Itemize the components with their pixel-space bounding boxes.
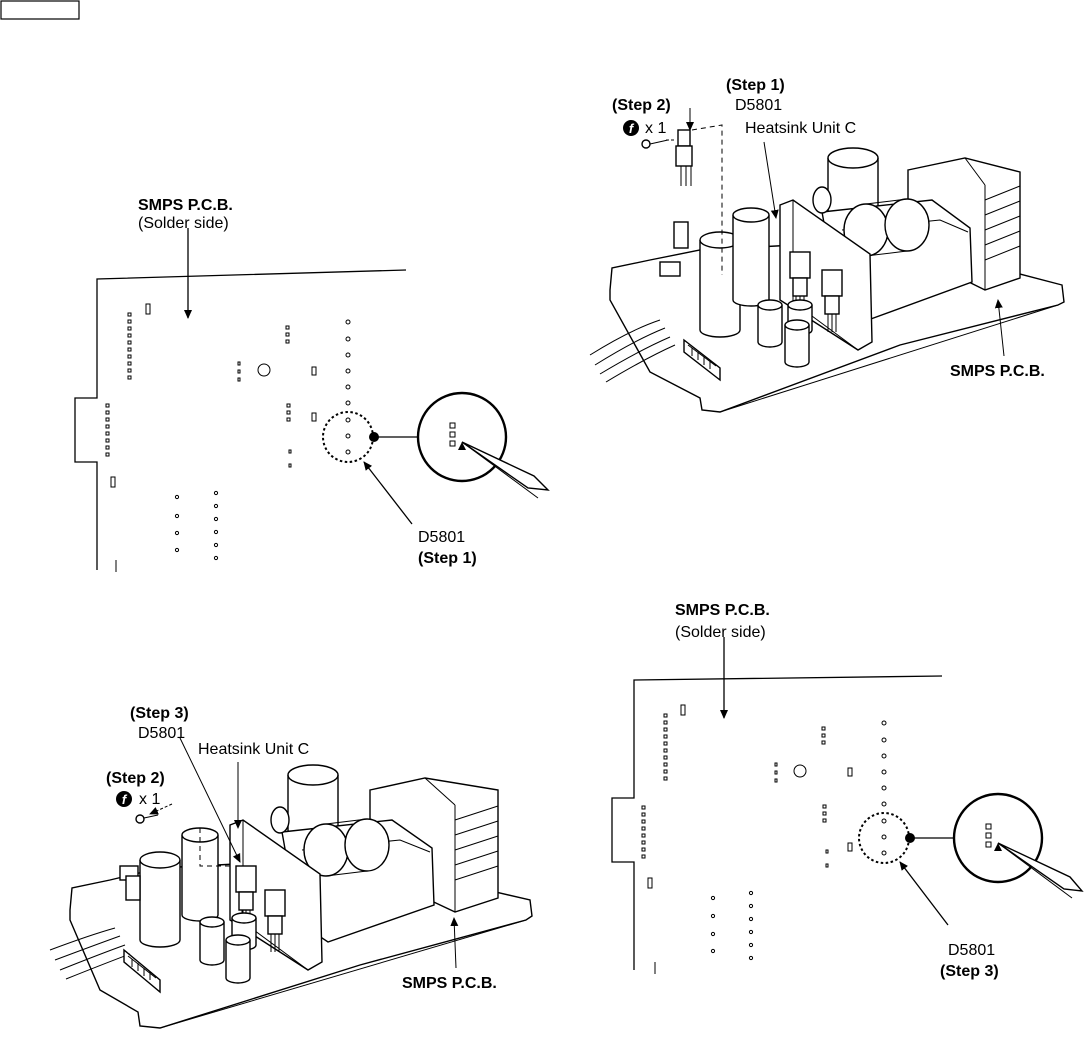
iso-view-step2-step3: f (Step 3) D5801 Heatsink Unit C (Step 2… bbox=[49, 705, 533, 1029]
board-label: SMPS P.C.B. bbox=[675, 602, 770, 619]
screw-type-badge-icon bbox=[623, 120, 639, 136]
screw-count: x 1 bbox=[645, 120, 666, 137]
part-label: D5801 bbox=[138, 725, 185, 742]
heatsink-label: Heatsink Unit C bbox=[745, 120, 856, 137]
screw-icon bbox=[641, 139, 676, 149]
screw-type-badge-icon bbox=[116, 791, 132, 807]
step-label: (Step 3) bbox=[940, 963, 999, 980]
side-label: (Solder side) bbox=[138, 215, 229, 232]
screw-count: x 1 bbox=[139, 791, 160, 808]
iso-view-step1-step2: f (Step 1) D5801 (Step 2) x 1 Heatsink U… bbox=[589, 77, 1065, 413]
zoom-detail-circle bbox=[416, 391, 550, 499]
step2-label: (Step 2) bbox=[612, 97, 671, 114]
board-label: SMPS P.C.B. bbox=[138, 197, 233, 214]
screw-badge-letter: f bbox=[122, 792, 128, 807]
screw-badge-letter: f bbox=[629, 121, 635, 136]
side-label: (Solder side) bbox=[675, 624, 766, 641]
d5801-removed-part bbox=[675, 108, 723, 275]
solder-side-view-step1: SMPS P.C.B. (Solder side) D5801 (Step 1) bbox=[74, 197, 550, 572]
step3-label: (Step 3) bbox=[130, 705, 189, 722]
part-label: D5801 bbox=[948, 942, 995, 959]
step2-label: (Step 2) bbox=[106, 770, 165, 787]
zoom-detail-circle bbox=[952, 792, 1084, 899]
solder-side-view-step3: SMPS P.C.B. (Solder side) D5801 (Step 3) bbox=[611, 602, 1084, 980]
step-label: (Step 1) bbox=[418, 550, 477, 567]
board-label: SMPS P.C.B. bbox=[402, 975, 497, 992]
heatsink-label: Heatsink Unit C bbox=[198, 741, 309, 758]
pin-groups-middle bbox=[174, 325, 317, 561]
step1-label: (Step 1) bbox=[726, 77, 785, 94]
part-label: D5801 bbox=[418, 529, 465, 546]
page-label-box bbox=[0, 0, 80, 20]
pad-column-right bbox=[345, 319, 351, 455]
board-label: SMPS P.C.B. bbox=[950, 363, 1045, 380]
pin-row-left bbox=[105, 303, 151, 488]
part-label: D5801 bbox=[735, 97, 782, 114]
